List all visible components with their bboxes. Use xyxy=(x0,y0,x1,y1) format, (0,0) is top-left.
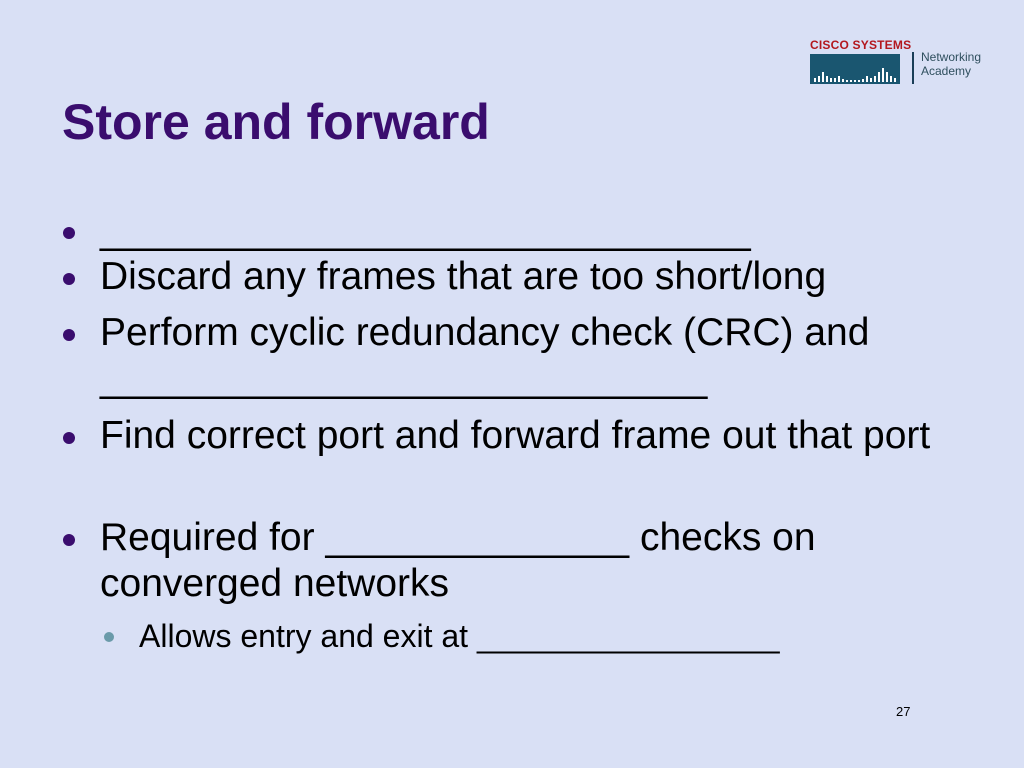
bullet-item: Discard any frames that are too short/lo… xyxy=(63,254,980,300)
cisco-networking-academy-logo: CISCO SYSTEMS xyxy=(810,38,1000,88)
sub-bullet-item: Allows entry and exit at _______________… xyxy=(104,617,979,655)
bullet-item: Find correct port and forward frame out … xyxy=(63,413,980,459)
logo-academy-text: Networking Academy xyxy=(921,50,981,78)
page-number: 27 xyxy=(896,704,911,719)
logo-brand-text: CISCO SYSTEMS xyxy=(810,38,912,52)
bullet-item: Required for ______________ checks on co… xyxy=(63,515,980,607)
bullet-item: ______________________________ xyxy=(63,208,980,254)
logo-academy-line2: Academy xyxy=(921,64,972,78)
cisco-bridge-icon xyxy=(810,54,900,84)
logo-academy-line1: Networking xyxy=(921,50,982,64)
bullet-item: Perform cyclic redundancy check (CRC) an… xyxy=(63,310,980,402)
slide-title: Store and forward xyxy=(62,94,490,150)
logo-divider xyxy=(912,52,914,84)
